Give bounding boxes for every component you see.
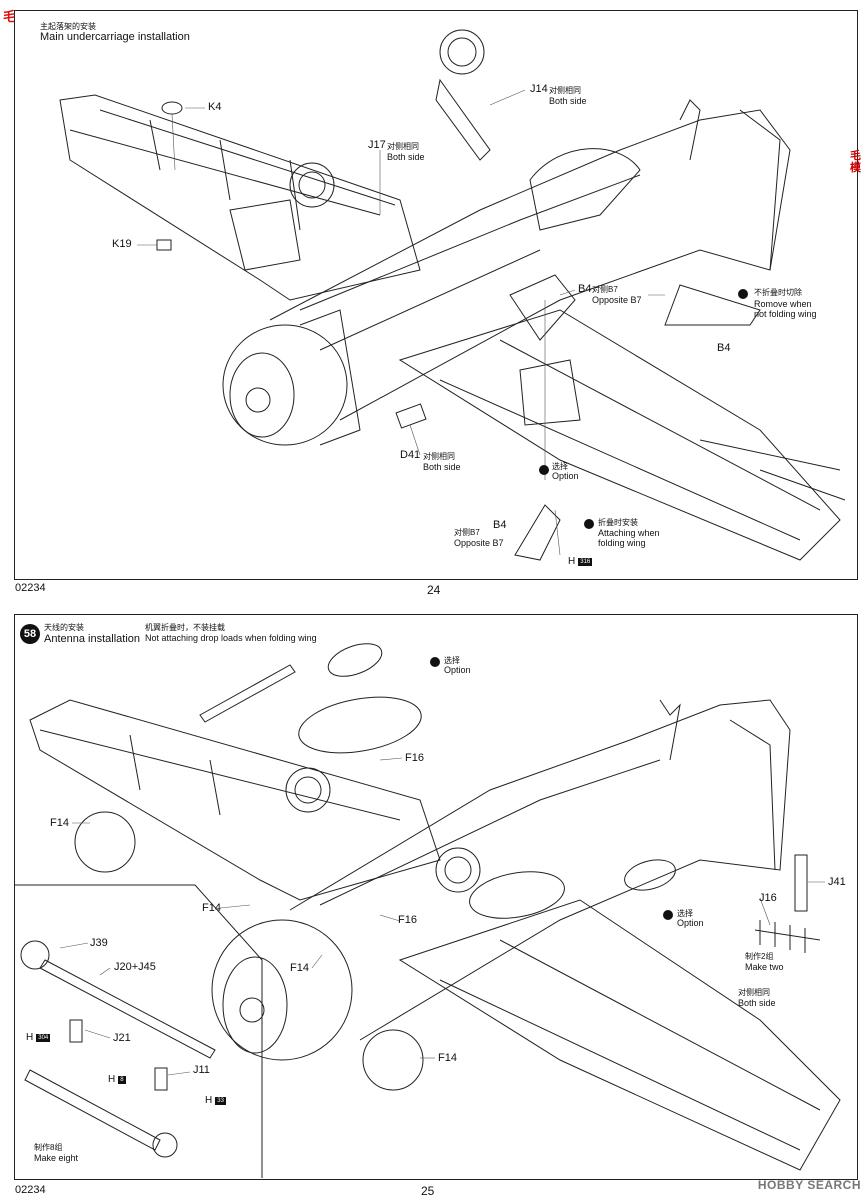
callout-b4-top: B4 bbox=[578, 283, 592, 295]
option-icon-b1 bbox=[430, 657, 440, 667]
callout-j17: J17 bbox=[368, 139, 386, 151]
attach-marker-icon bbox=[584, 519, 594, 529]
page-number-24: 24 bbox=[427, 583, 441, 597]
callout-d41: D41 bbox=[400, 449, 421, 461]
callout-j17-en: Both side bbox=[387, 152, 425, 162]
callout-j14: J14 bbox=[530, 83, 548, 95]
callout-j11: J11 bbox=[193, 1064, 210, 1076]
leader-lines-top bbox=[137, 89, 665, 556]
callout-j20-j45: J20+J45 bbox=[114, 961, 156, 973]
kit-code-bottom: 02234 bbox=[15, 1184, 46, 1196]
option1-cn: 选择 bbox=[444, 656, 460, 665]
step-note-cn: 机翼折叠时，不装挂载 bbox=[145, 623, 225, 632]
remove-marker-icon bbox=[738, 289, 748, 299]
callout-b4-right: B4 bbox=[717, 342, 731, 354]
remove-note-en-1: Romove when bbox=[754, 299, 812, 309]
attach-note-en-2: folding wing bbox=[598, 538, 646, 548]
step-title-en: Main undercarriage installation bbox=[40, 31, 190, 43]
remove-note-cn: 不折叠时切除 bbox=[754, 288, 802, 297]
callout-f16-b: F16 bbox=[398, 914, 417, 926]
option-label-en-top: Option bbox=[552, 471, 579, 481]
both-side-en: Both side bbox=[738, 998, 776, 1008]
make-two-en: Make two bbox=[745, 962, 784, 972]
option-icon-b2 bbox=[663, 910, 673, 920]
callout-j14-cn: 对侧相同 bbox=[549, 86, 581, 95]
callout-b4-bottom: B4 bbox=[493, 519, 507, 531]
step-number-badge: 58 bbox=[20, 624, 40, 644]
option-icon-top bbox=[539, 465, 549, 475]
callout-f16-a: F16 bbox=[405, 752, 424, 764]
callout-j16: J16 bbox=[759, 892, 777, 904]
option2-en: Option bbox=[677, 918, 704, 928]
side-logo: 毛 模 bbox=[850, 150, 861, 174]
aircraft-drawing-top bbox=[59, 29, 846, 561]
kit-code-top: 02234 bbox=[15, 582, 46, 594]
callout-b4-bottom-en: Opposite B7 bbox=[454, 538, 504, 548]
hobby-search-watermark: HOBBY SEARCH bbox=[757, 1178, 861, 1192]
site-logo: 毛 bbox=[3, 9, 17, 24]
callout-f14-b: F14 bbox=[202, 902, 221, 914]
callout-j39: J39 bbox=[90, 937, 108, 949]
option2-cn: 选择 bbox=[677, 909, 693, 918]
attach-note-cn: 折叠时安装 bbox=[598, 518, 638, 527]
step-title-en-58: Antenna installation bbox=[44, 633, 141, 645]
callout-j21: J21 bbox=[113, 1032, 131, 1044]
callout-d41-cn: 对侧相同 bbox=[423, 452, 455, 461]
attach-note-en-1: Attaching when bbox=[598, 528, 660, 538]
callout-b4-top-en: Opposite B7 bbox=[592, 295, 642, 305]
remove-note-en-2: not folding wing bbox=[754, 309, 817, 319]
callout-b4-bottom-cn: 对侧B7 bbox=[454, 528, 480, 537]
make-eight-cn: 制作8组 bbox=[34, 1143, 63, 1152]
callout-f14-a: F14 bbox=[50, 817, 69, 829]
callout-k4: K4 bbox=[208, 101, 222, 113]
both-side-cn: 对侧相同 bbox=[738, 988, 770, 997]
callout-j17-cn: 对侧相同 bbox=[387, 142, 419, 151]
callout-f14-d: F14 bbox=[438, 1052, 457, 1064]
option1-en: Option bbox=[444, 665, 471, 675]
callout-k19: K19 bbox=[112, 238, 132, 250]
make-two-cn: 制作2组 bbox=[745, 952, 774, 961]
make-eight-en: Make eight bbox=[34, 1153, 79, 1163]
page-number-25: 25 bbox=[421, 1184, 435, 1198]
instruction-panel-top bbox=[14, 10, 858, 580]
callout-b4-top-cn: 对侧B7 bbox=[592, 285, 618, 294]
step-title-cn-58: 天线的安装 bbox=[44, 623, 84, 632]
callout-j14-en: Both side bbox=[549, 96, 587, 106]
step-title-cn: 主起落架的安装 bbox=[40, 22, 96, 31]
callout-f14-c: F14 bbox=[290, 962, 309, 974]
option-label-cn-top: 选择 bbox=[552, 462, 568, 471]
step-note-en: Not attaching drop loads when folding wi… bbox=[145, 633, 317, 643]
callout-d41-en: Both side bbox=[423, 462, 461, 472]
callout-j41: J41 bbox=[828, 876, 846, 888]
